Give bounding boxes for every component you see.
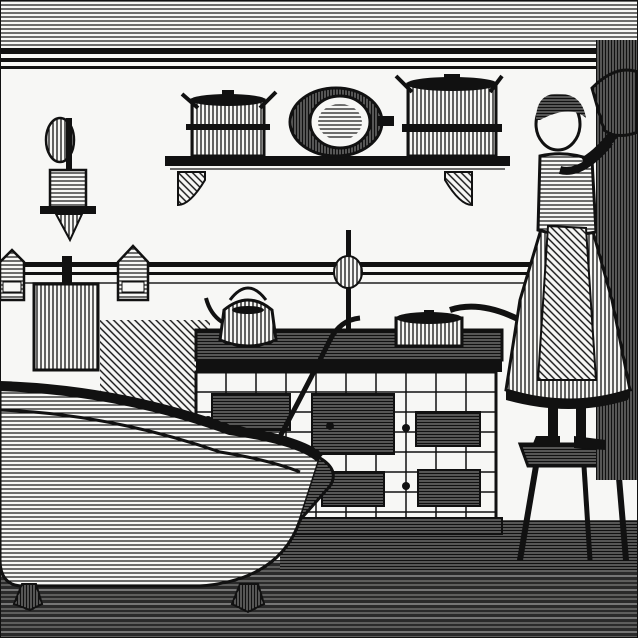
stove-pot: [394, 310, 464, 348]
wall-oil-lamp: [40, 116, 96, 243]
salt-box: [0, 244, 150, 302]
cooking-pot-right: [394, 74, 504, 158]
wall-rail: [0, 262, 540, 284]
tea-kettle: [204, 286, 278, 348]
cooking-pot-left: [180, 90, 278, 158]
cooking-pot-tilted: [288, 86, 394, 158]
water-heater-pipe: [259, 230, 522, 472]
woman: [504, 68, 638, 450]
wall-shelf: [165, 156, 510, 207]
clawfoot-bathtub: [0, 381, 335, 614]
cutting-board: [32, 256, 100, 372]
ceiling-cornice: [0, 0, 638, 69]
